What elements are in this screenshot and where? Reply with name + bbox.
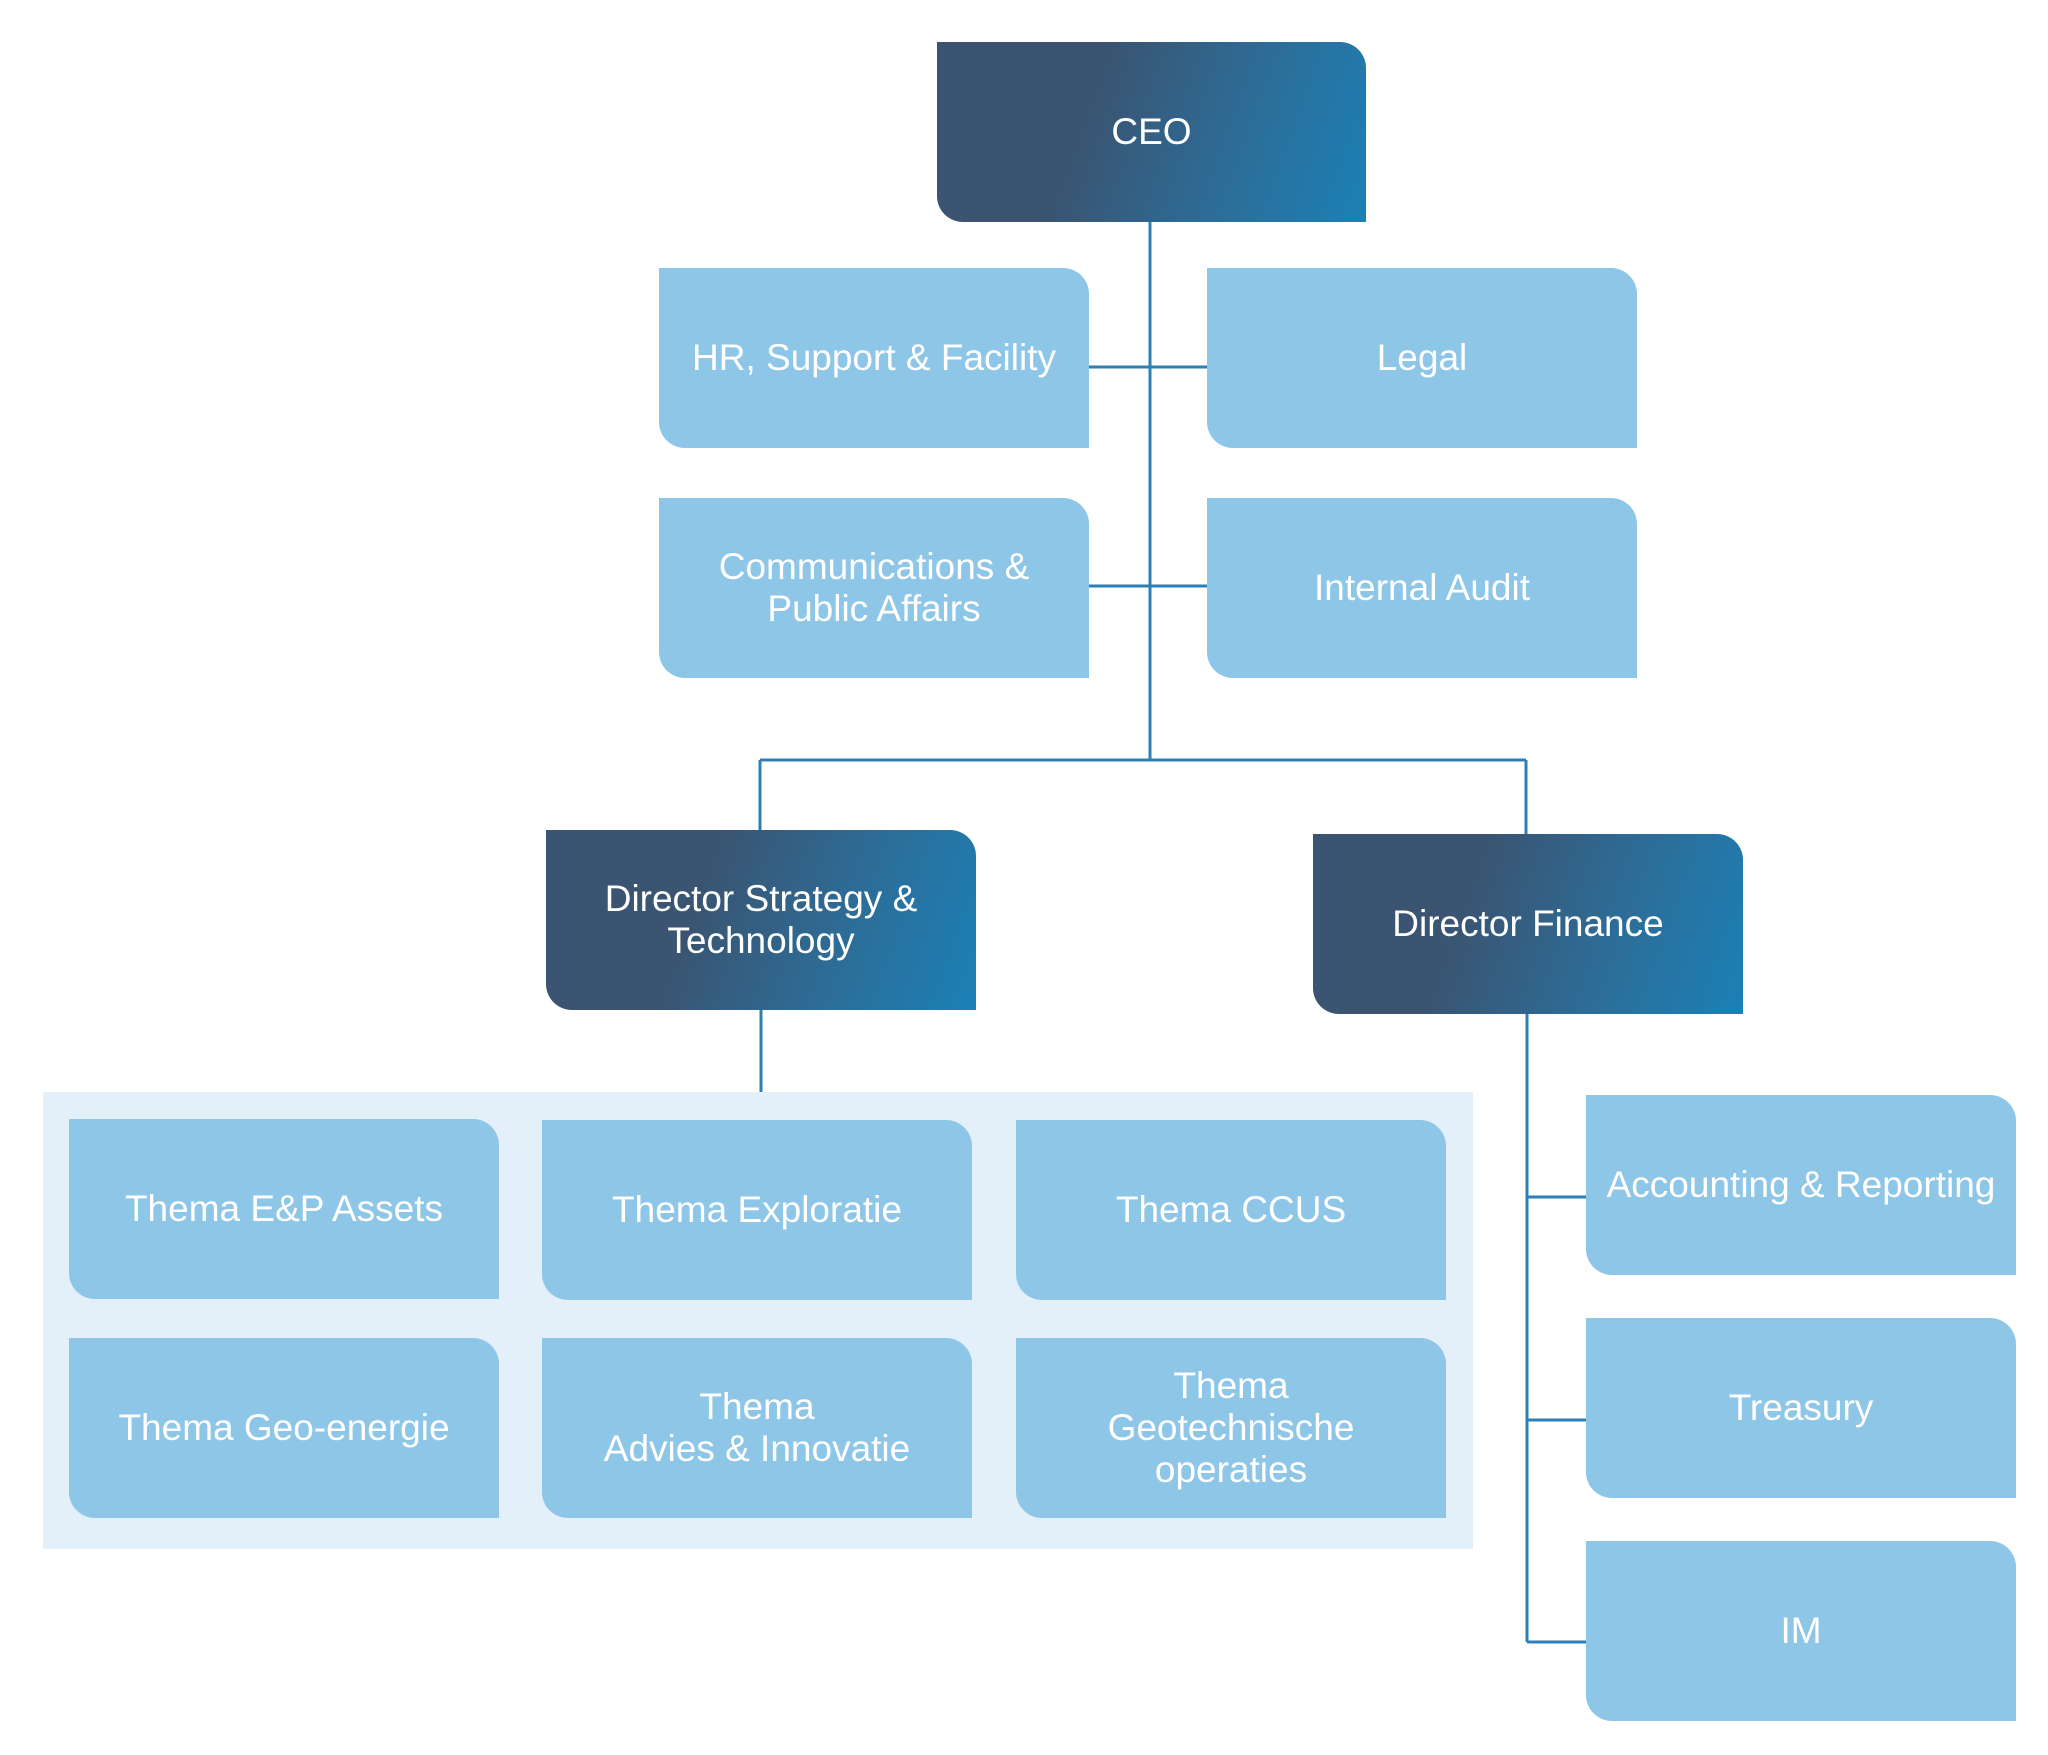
thema-ep-assets-box: Thema E&P Assets [69,1119,499,1299]
ceo-box: CEO [937,42,1366,222]
thema-ccus-box: Thema CCUS [1016,1120,1446,1300]
communications-public-affairs-box: Communications & Public Affairs [659,498,1089,678]
treasury-box: Treasury [1586,1318,2016,1498]
thema-exploratie-box: Thema Exploratie [542,1120,972,1300]
director-strategy-technology-box: Director Strategy & Technology [546,830,976,1010]
thema-advies-innovatie-box: Thema Advies & Innovatie [542,1338,972,1518]
hr-support-facility-box: HR, Support & Facility [659,268,1089,448]
legal-box: Legal [1207,268,1637,448]
director-finance-box: Director Finance [1313,834,1743,1014]
im-box: IM [1586,1541,2016,1721]
accounting-reporting-box: Accounting & Reporting [1586,1095,2016,1275]
thema-geotechnische-operaties-box: Thema Geotechnische operaties [1016,1338,1446,1518]
internal-audit-box: Internal Audit [1207,498,1637,678]
thema-geo-energie-box: Thema Geo-energie [69,1338,499,1518]
